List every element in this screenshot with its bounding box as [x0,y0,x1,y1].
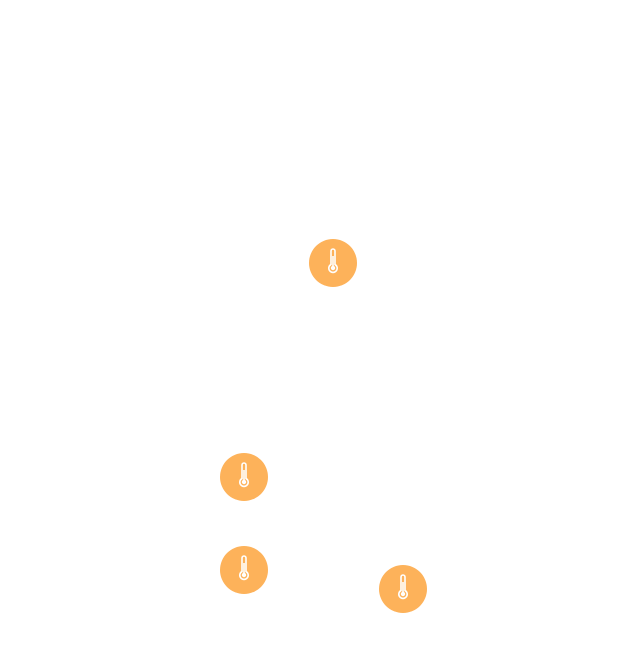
thermometer-icon [388,572,418,607]
map-marker-temperature[interactable] [309,239,357,287]
map-marker-temperature[interactable] [220,546,268,594]
thermometer-icon [229,460,259,495]
thermometer-icon [229,553,259,588]
map-marker-temperature[interactable] [220,453,268,501]
thermometer-icon [318,246,348,281]
map-marker-temperature[interactable] [379,565,427,613]
